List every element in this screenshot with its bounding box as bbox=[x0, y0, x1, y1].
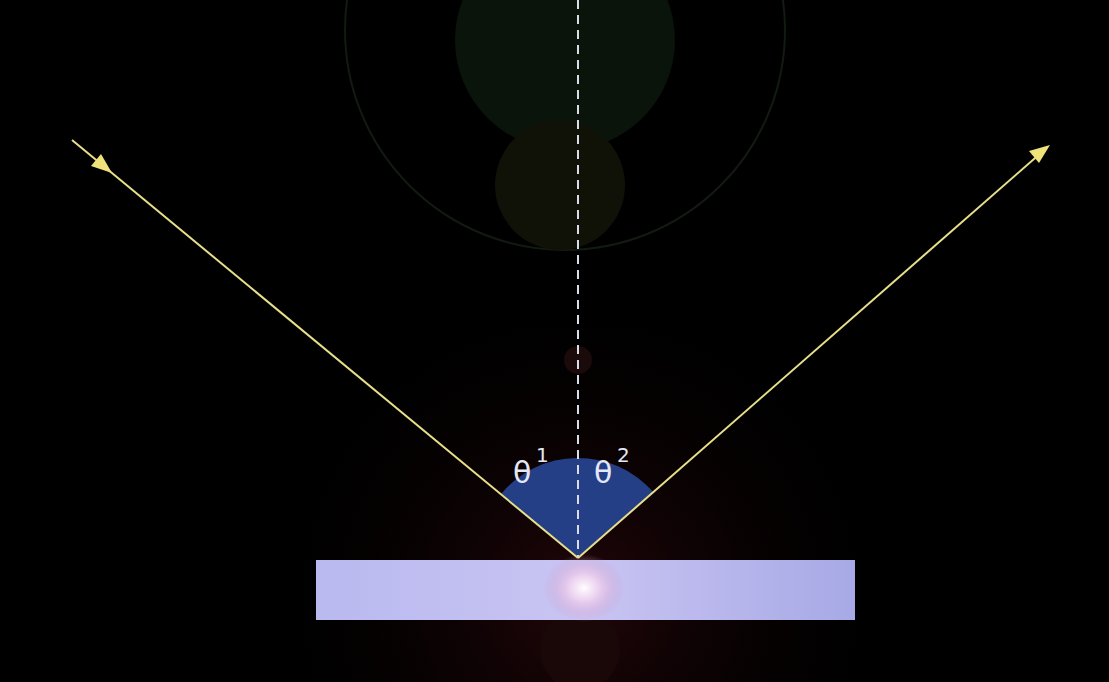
angle-index: 2 bbox=[617, 445, 630, 465]
arrow-head bbox=[91, 154, 112, 173]
normal-line bbox=[577, 0, 579, 558]
reflection-glow bbox=[544, 554, 624, 622]
incident-ray bbox=[72, 140, 578, 558]
angle-index: 1 bbox=[536, 445, 549, 465]
flare-ring bbox=[345, 0, 785, 250]
reflected-ray bbox=[578, 152, 1042, 558]
arrow-head bbox=[1029, 145, 1050, 163]
angle-symbol: θ bbox=[594, 458, 612, 488]
flare-glow bbox=[250, 270, 910, 682]
flare-disc bbox=[495, 120, 625, 250]
angle-symbol: θ bbox=[513, 458, 531, 488]
